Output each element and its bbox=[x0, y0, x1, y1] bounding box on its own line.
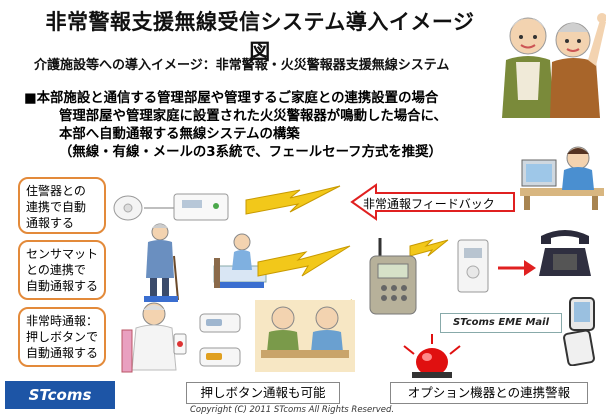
side-box-line: 通報する bbox=[26, 216, 75, 230]
elderly-couple-illustration bbox=[502, 13, 606, 118]
bullet-marker: ■ bbox=[24, 91, 37, 106]
wireless-receiver-device bbox=[369, 238, 417, 315]
side-box-line: との連携で bbox=[26, 263, 86, 277]
elderly-man-pressing-button-illustration bbox=[121, 302, 187, 373]
bullet-line-3: 本部へ自動通報する無線システムの構築 bbox=[59, 127, 300, 142]
elderly-woman-cane-illustration bbox=[144, 223, 179, 302]
push-button-devices bbox=[199, 313, 241, 367]
copyright-text: Copyright (C) 2011 STcoms All Rights Res… bbox=[190, 405, 395, 415]
bullet-line-2: 管理部屋や管理家庭に設置された火災警報器が鳴動した場合に、 bbox=[59, 109, 447, 124]
page-title: 非常警報支援無線受信システム導入イメージ図 bbox=[45, 10, 475, 64]
side-box-line: センサマット bbox=[26, 247, 99, 261]
red-arrow-to-phone bbox=[498, 260, 536, 276]
gateway-box-device bbox=[457, 239, 489, 293]
person-on-bed-illustration bbox=[213, 233, 267, 288]
couple-at-table-illustration bbox=[255, 300, 355, 372]
side-box-line: 押しボタンで bbox=[26, 330, 99, 344]
side-box-push-button: 非常時通報： 押しボタンで 自動通報する bbox=[18, 307, 106, 367]
description-bullet: ■本部施設と通信する管理部屋や管理するご家庭との連携設置の場合 管理部屋や管理家… bbox=[24, 90, 447, 162]
feedback-arrow-label: 非常通報フィードバック bbox=[363, 197, 495, 211]
desk-phone-icon bbox=[539, 230, 591, 276]
bullet-line-1: 本部施設と通信する管理部屋や管理するご家庭との連携設置の場合 bbox=[36, 91, 439, 106]
side-box-line: 自動通報する bbox=[26, 279, 99, 293]
warning-light-icon bbox=[403, 334, 461, 378]
side-box-line: 連携で自動 bbox=[26, 200, 87, 214]
side-box-smoke-alarm: 住警器との 連携で自動 通報する bbox=[18, 177, 106, 234]
push-button-caption: 押しボタン通報も可能 bbox=[186, 382, 340, 404]
feedback-arrow bbox=[350, 183, 515, 221]
side-box-sensor-mat: センサマット との連携で 自動通報する bbox=[18, 240, 106, 300]
eme-mail-label: STcoms EME Mail bbox=[440, 313, 562, 333]
option-device-caption: オプション機器との連携警報 bbox=[390, 382, 588, 404]
mobile-phone-icon bbox=[563, 297, 595, 366]
bullet-line-4: （無線・有線・メールの3系統で、フェールセーフ方式を推奨） bbox=[59, 145, 442, 160]
subtitle: 介護施設等への導入イメージ：非常警報・火災警報器支援無線システム bbox=[34, 58, 450, 73]
side-box-line: 非常時通報： bbox=[26, 314, 99, 328]
operator-desk-illustration bbox=[520, 146, 604, 210]
side-box-line: 自動通報する bbox=[26, 346, 99, 360]
side-box-line: 住警器との bbox=[26, 184, 86, 198]
smoke-detector-and-transmitter bbox=[113, 193, 229, 221]
stcoms-logo: STcoms bbox=[5, 381, 115, 409]
